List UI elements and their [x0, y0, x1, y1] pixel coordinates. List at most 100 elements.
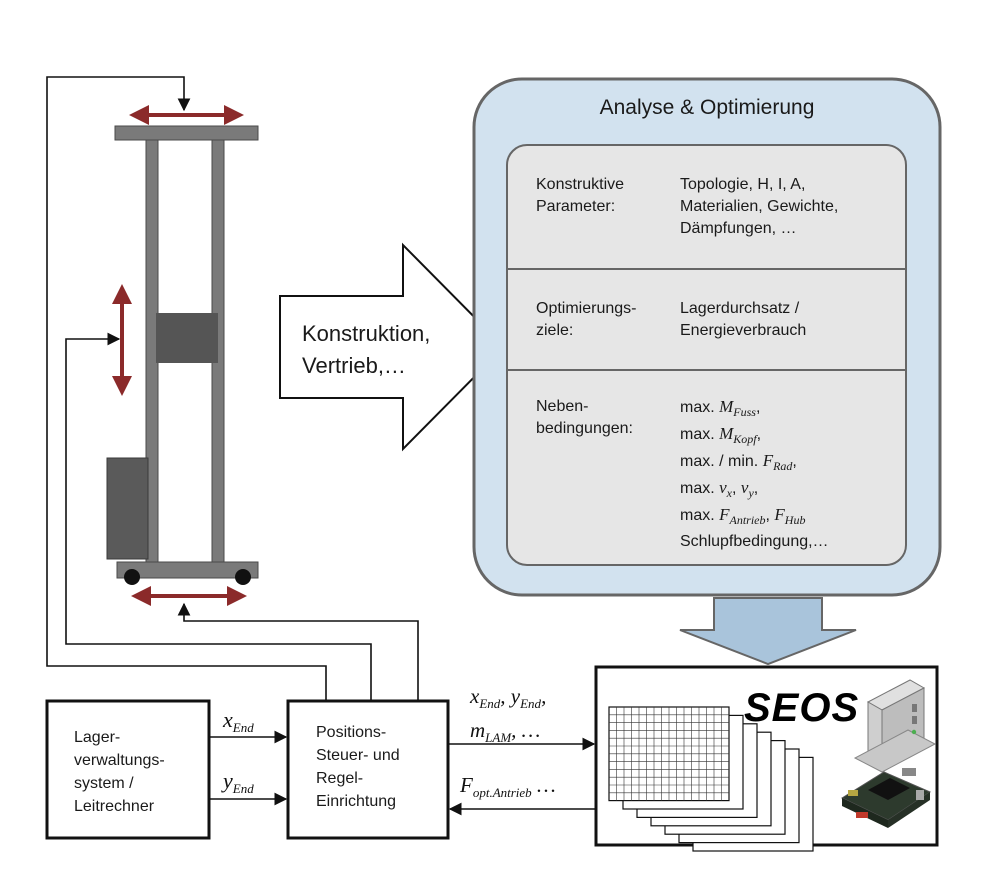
lager-line4: Leitrechner	[74, 798, 155, 815]
to-seos-rest: , …	[511, 718, 541, 742]
crane-lift-carriage	[156, 313, 218, 363]
constraint-prefix: max. / min.	[680, 453, 763, 470]
parameter-table	[506, 144, 907, 566]
row-key-constraints-line1: Neben-	[536, 398, 589, 415]
row-key-parameters-line1: Konstruktive	[536, 176, 625, 193]
constraint-subscript: Kopf	[733, 432, 757, 446]
design-input-line2: Vertrieb,…	[302, 353, 406, 378]
to-seos-sub: End	[520, 696, 542, 711]
to-seos-var: x	[470, 684, 480, 708]
row-values-constraints: max. MFuss,max. MKopf,max. / min. FRad,m…	[680, 396, 829, 553]
position-line4: Einrichtung	[316, 793, 397, 810]
constraint-symbol: M	[719, 397, 734, 416]
to-seos-label-line2: mLAM, …	[470, 717, 546, 751]
panel-title: Analyse & Optimierung	[599, 96, 815, 119]
y-end-symbol: y	[223, 768, 233, 793]
seos-grid-stack	[608, 706, 814, 852]
x-end-label: xEnd	[223, 707, 254, 736]
crane-top-beam	[114, 125, 259, 141]
row-key-objectives: Optimierungs- ziele:	[536, 298, 636, 342]
constraint-item: max. vx, vy,	[680, 477, 829, 504]
constraint-symbol: v	[740, 478, 749, 497]
to-seos-label-line1: xEnd, yEnd,	[470, 683, 546, 717]
to-seos-sub: End	[479, 696, 501, 711]
row-key-parameters-line2: Parameter:	[536, 198, 616, 215]
constraint-item: max. / min. FRad,	[680, 450, 829, 477]
constraint-subscript: y	[748, 486, 754, 500]
seos-logo-text: SEOS	[744, 686, 860, 730]
to-seos-var: y	[510, 684, 521, 708]
x-end-symbol: x	[223, 707, 233, 732]
from-seos-var: F	[460, 773, 473, 797]
position-line1: Positions-	[316, 724, 387, 741]
param-value: Materialien, Gewichte,	[680, 198, 839, 215]
row-key-constraints-line2: bedingungen:	[536, 420, 633, 437]
to-seos-label: xEnd, yEnd, mLAM, …	[470, 683, 546, 751]
stacker-crane	[106, 105, 259, 606]
constraint-prefix: max.	[680, 480, 720, 497]
param-value: Topologie, H, I, A,	[680, 176, 806, 193]
feedback-line-mid	[65, 332, 372, 700]
constraint-prefix: max.	[680, 426, 720, 443]
row-key-constraints: Neben- bedingungen:	[536, 396, 633, 440]
position-control-box	[286, 699, 450, 840]
row-key-parameters: Konstruktive Parameter:	[536, 174, 624, 218]
constraint-symbol: F	[719, 505, 730, 524]
constraint-suffix: ,	[732, 480, 741, 497]
constraint-symbol: v	[719, 478, 727, 497]
crane-wheel-left	[124, 569, 140, 585]
feedback-line-top	[46, 76, 327, 700]
objective-value: Energieverbrauch	[680, 322, 807, 339]
comma: ,	[541, 684, 547, 708]
constraint-suffix: ,	[756, 426, 762, 443]
design-input-arrow	[279, 242, 506, 452]
to-seos-var: m	[470, 718, 486, 742]
lager-line3: system /	[74, 775, 134, 792]
constraint-subscript: x	[726, 486, 732, 500]
constraint-subscript: Rad	[773, 459, 793, 473]
row-key-objectives-line1: Optimierungs-	[536, 300, 637, 317]
panel-to-seos-arrow	[679, 597, 857, 666]
from-seos-sub: opt.Antrieb	[472, 785, 532, 800]
position-line3: Regel-	[316, 770, 364, 787]
crane-bottom-beam	[116, 561, 259, 579]
position-control-label: Positions- Steuer- und Regel- Einrichtun…	[316, 721, 400, 813]
position-line2: Steuer- und	[316, 747, 400, 764]
crane-wheel-right	[235, 569, 251, 585]
constraint-suffix: ,	[753, 480, 759, 497]
feedback-lines	[46, 76, 419, 700]
constraint-item: max. FAntrieb, FHub	[680, 504, 829, 531]
constraint-subscript: Antrieb	[729, 513, 766, 527]
constraint-subscript: Fuss	[733, 405, 756, 419]
y-end-subscript: End	[232, 781, 254, 796]
constraint-symbol: F	[762, 451, 774, 470]
constraint-symbol: F	[774, 505, 785, 524]
constraint-suffix: ,	[755, 399, 761, 416]
objective-value: Lagerdurchsatz /	[680, 300, 800, 317]
design-input-line1: Konstruktion,	[302, 321, 431, 346]
grid-sheet	[608, 706, 730, 802]
design-input-label: Konstruktion, Vertrieb,…	[302, 318, 430, 382]
constraint-suffix: ,	[765, 507, 775, 524]
lager-line2: verwaltungs-	[74, 752, 165, 769]
constraint-subscript: Hub	[784, 513, 806, 527]
from-seos-rest: …	[531, 773, 556, 797]
constraint-item: Schlupfbedingung,…	[680, 531, 829, 553]
warehouse-management-box	[45, 699, 211, 840]
to-seos-sub: LAM	[485, 730, 512, 745]
x-end-subscript: End	[232, 720, 254, 735]
constraint-item: max. MKopf,	[680, 423, 829, 450]
constraint-symbol: M	[719, 424, 734, 443]
row-key-objectives-line2: ziele:	[536, 322, 574, 339]
constraint-suffix: ,	[792, 453, 797, 470]
hardware-enclosure-image	[853, 679, 937, 773]
hardware-board-image	[840, 768, 932, 828]
constraint-prefix: max.	[680, 507, 720, 524]
y-end-label: yEnd	[223, 768, 254, 797]
row-values-objectives: Lagerdurchsatz / Energieverbrauch	[680, 298, 806, 342]
lager-line1: Lager-	[74, 729, 121, 746]
feedback-line-bottom	[177, 602, 419, 700]
warehouse-management-label: Lager- verwaltungs- system / Leitrechner	[74, 726, 165, 818]
param-value: Dämpfungen, …	[680, 220, 797, 237]
